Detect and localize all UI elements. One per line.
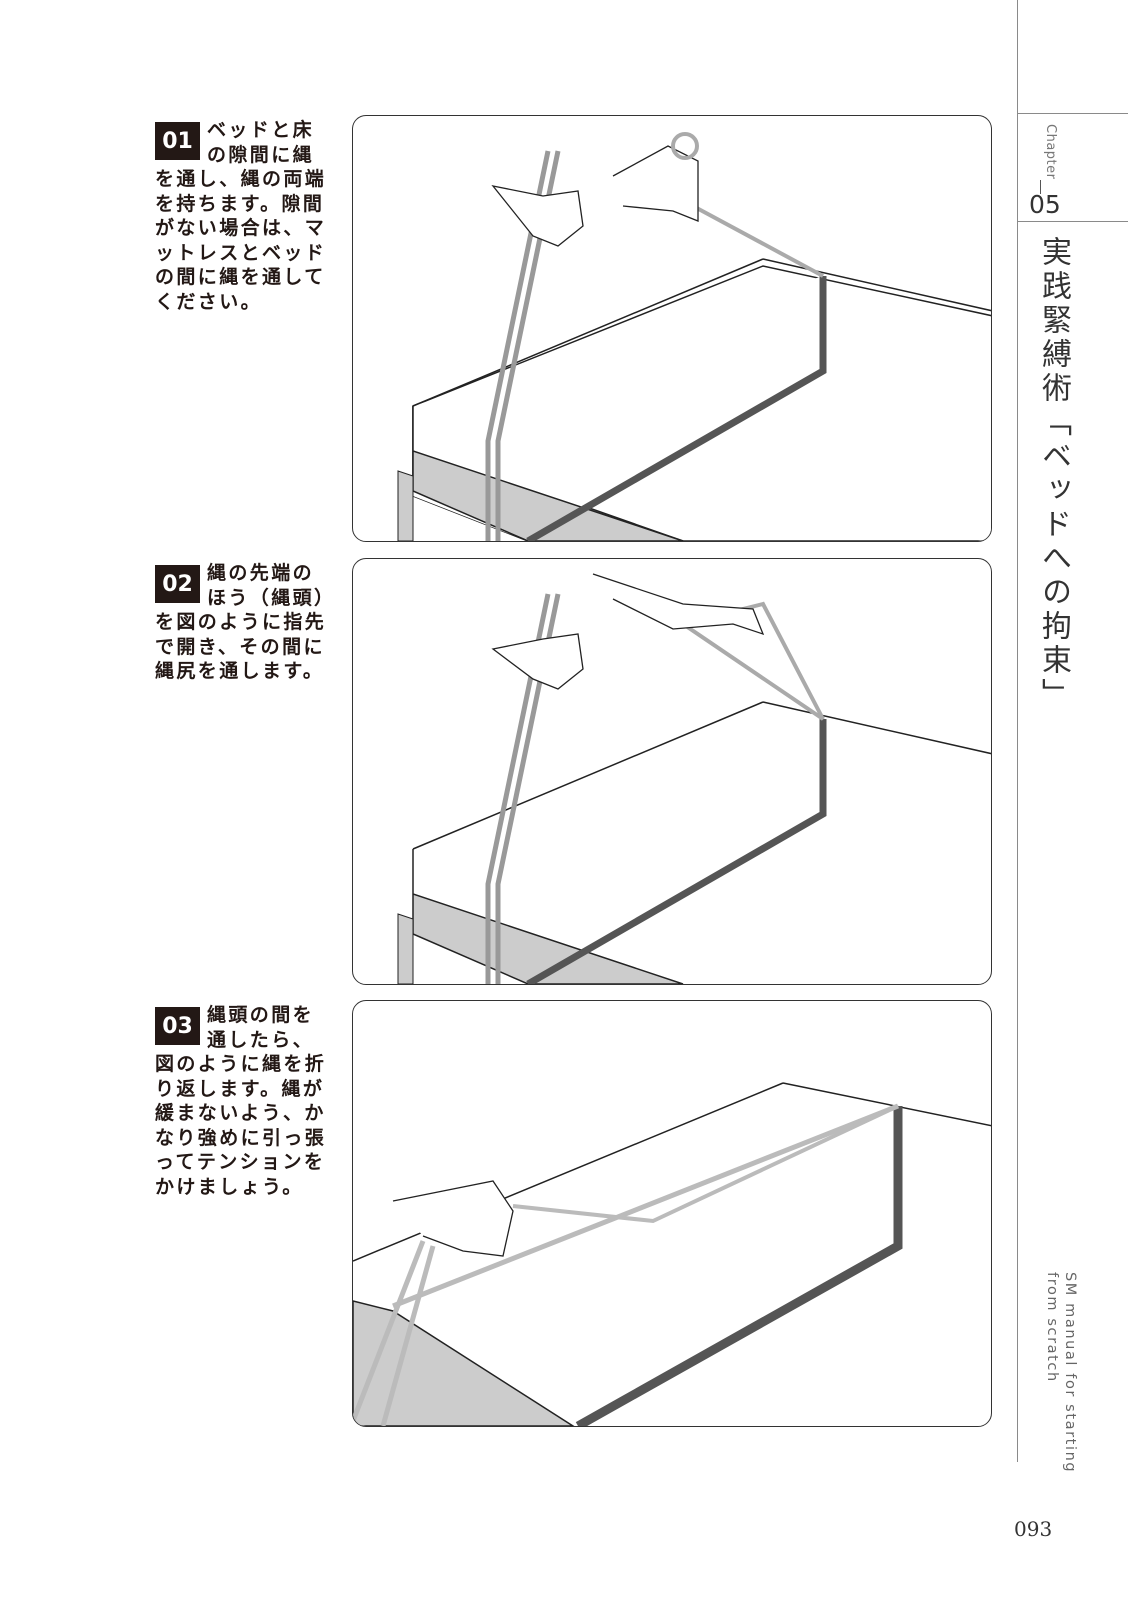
chapter-title: 実践緊縛術「ベッドへの拘束」 — [1036, 236, 1071, 712]
illustration-step-2 — [352, 558, 992, 985]
step-instruction: ベッドと床の隙間に縄を通し、縄の両端を持ちます。隙間がない場合は、マットレスとベ… — [155, 119, 327, 313]
step-2-text-block: 02 縄の先端のほう（縄頭）を図のように指先で開き、その間に縄尻を通します。 — [155, 561, 335, 684]
sidebar-rule-top — [1017, 113, 1128, 114]
step-1-text-block: 01 ベッドと床の隙間に縄を通し、縄の両端を持ちます。隙間がない場合は、マットレ… — [155, 118, 335, 314]
chapter-label: Chapter — [1043, 124, 1058, 180]
illustration-step-1 — [352, 115, 992, 542]
step-number-badge: 03 — [155, 1007, 200, 1045]
book-tagline: SM manual for starting from scratch — [1044, 1272, 1078, 1474]
step-instruction: 縄の先端のほう（縄頭）を図のように指先で開き、その間に縄尻を通します。 — [155, 562, 327, 682]
step-number-badge: 02 — [155, 565, 200, 603]
illustration-step-3 — [352, 1000, 992, 1427]
chapter-tick — [1040, 180, 1041, 194]
sidebar-rule-bottom — [1017, 221, 1128, 222]
step-3-text-block: 03 縄頭の間を通したら、図のように縄を折り返します。縄が緩まないよう、かなり強… — [155, 1003, 335, 1199]
chapter-number: 05 — [1029, 190, 1061, 219]
step-number-badge: 01 — [155, 122, 200, 160]
sidebar-divider — [1017, 0, 1018, 1462]
page-number: 093 — [1014, 1517, 1053, 1541]
step-instruction: 縄頭の間を通したら、図のように縄を折り返します。縄が緩まないよう、かなり強めに引… — [155, 1004, 327, 1198]
